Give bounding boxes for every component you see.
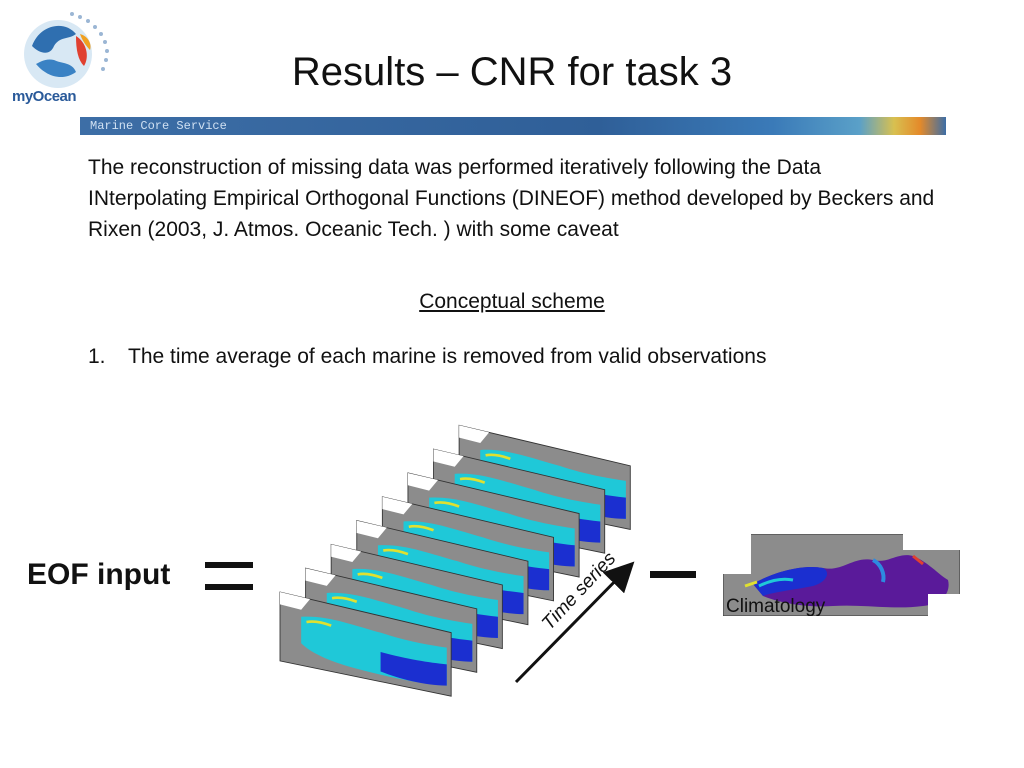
map-frame-warm-coast (434, 501, 460, 508)
map-frame-land-white (280, 592, 310, 610)
minus-sign (650, 571, 696, 578)
map-frame-land-white (433, 449, 464, 467)
climatology-label: Climatology (726, 596, 826, 617)
map-frame-warm-coast (331, 596, 358, 604)
marine-core-service-banner: Marine Core Service (80, 117, 946, 135)
map-frame (279, 591, 452, 697)
logo-wordmark: myOcean (12, 88, 77, 105)
map-frame-warm-coast (306, 620, 332, 627)
list-item-number: 1. (88, 345, 106, 368)
map-frame-warm-coast (357, 572, 383, 580)
description-paragraph: The reconstruction of missing data was p… (88, 156, 935, 241)
banner-label: Marine Core Service (90, 119, 227, 133)
map-frame-warm-coast (459, 477, 486, 484)
equals-sign (205, 562, 253, 592)
time-series-arrow (514, 561, 635, 684)
map-frame-land-white (407, 472, 438, 491)
map-frame-land-white (382, 496, 413, 515)
map-frame-land-white (459, 425, 490, 443)
time-series-map-stack (279, 424, 631, 697)
map-frame-warm-coast (408, 524, 434, 532)
map-frame-deep-sea (380, 652, 447, 686)
conceptual-scheme-heading: Conceptual scheme (419, 290, 605, 313)
myocean-logo (24, 12, 109, 88)
eof-input-label: EOF input (27, 558, 171, 591)
climatology-map (723, 534, 960, 616)
map-frame-land-white (331, 544, 362, 563)
map-frame-land-white (305, 568, 336, 586)
map-frame-warm-coast (485, 453, 511, 461)
map-frame-land-white (356, 520, 387, 539)
map-frame-warm-coast (382, 548, 409, 556)
slide-title: Results – CNR for task 3 (291, 50, 733, 94)
list-item-text: The time average of each marine is remov… (128, 345, 767, 368)
